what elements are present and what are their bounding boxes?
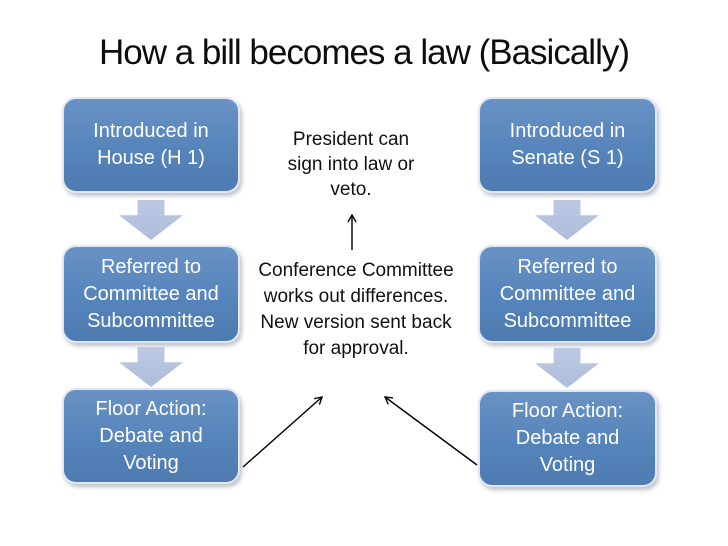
box-line: Referred to (517, 255, 618, 278)
down-block-arrow-icon (535, 200, 599, 240)
box-line: Subcommittee (503, 309, 632, 332)
box-referred-committee-right: Referred to Committee and Subcommittee (478, 245, 657, 343)
note-line: works out differences. (263, 286, 449, 307)
note-line: veto. (330, 179, 372, 200)
down-block-arrow-icon (535, 348, 599, 388)
box-introduced-senate: Introduced in Senate (S 1) (478, 97, 657, 193)
down-block-arrow-icon (119, 200, 183, 240)
box-line: Voting (123, 451, 179, 474)
conference-note: Conference Committee works out differenc… (236, 258, 476, 362)
note-line: sign into law or (287, 154, 415, 175)
note-line: Conference Committee (258, 260, 454, 281)
note-line: for approval. (303, 338, 409, 359)
box-introduced-house: Introduced in House (H 1) (62, 97, 240, 193)
note-line: New version sent back (260, 312, 452, 333)
box-line: Debate and (515, 427, 620, 449)
box-referred-committee-left: Referred to Committee and Subcommittee (62, 245, 240, 343)
box-line: Introduced in (93, 120, 209, 142)
box-floor-action-left: Floor Action: Debate and Voting (62, 388, 240, 484)
box-line: Floor Action: (95, 397, 207, 420)
note-line: President can (292, 129, 410, 150)
down-block-arrow-icon (119, 347, 183, 387)
slide-title: How a bill becomes a law (Basically) (98, 33, 630, 72)
box-line: Introduced in (509, 120, 626, 142)
president-note: President can sign into law or veto. (241, 127, 461, 202)
box-line: Committee and (499, 282, 636, 305)
box-line: House (H 1) (97, 147, 205, 169)
diagonal-arrow-right-icon (383, 396, 478, 466)
box-line: Voting (539, 454, 596, 476)
box-floor-action-right: Floor Action: Debate and Voting (478, 390, 657, 487)
box-line: Committee and (83, 282, 219, 305)
box-line: Senate (S 1) (511, 147, 624, 169)
box-line: Referred to (100, 255, 202, 278)
box-line: Debate and (99, 424, 203, 447)
diagonal-arrow-left-icon (242, 396, 324, 468)
box-line: Subcommittee (87, 309, 215, 332)
box-line: Floor Action: (511, 400, 624, 422)
